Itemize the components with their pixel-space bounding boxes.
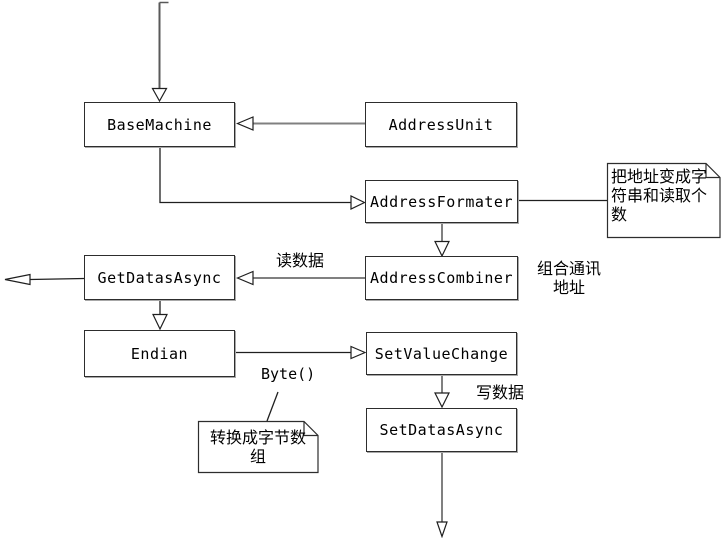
arrowhead-addressformater-addresscombiner bbox=[434, 240, 450, 258]
label-combine-address: 组合通讯 地址 bbox=[536, 259, 601, 297]
arrowhead-addresscombiner-getdatasasync bbox=[235, 270, 254, 286]
note-bytes-shape bbox=[197, 420, 319, 474]
node-endian[interactable]: Endian bbox=[84, 330, 235, 377]
arrowhead-setdatasasync-out bbox=[436, 521, 448, 538]
edge-byte-note bbox=[266, 391, 279, 422]
node-addressformater[interactable]: AddressFormater bbox=[365, 180, 518, 223]
note-address-text[interactable]: 把地址变成字 符串和读取个 数 bbox=[611, 167, 717, 224]
node-label: GetDatasAsync bbox=[97, 268, 222, 287]
edge-basemachine-addressformater bbox=[159, 147, 351, 204]
node-label: Endian bbox=[130, 344, 189, 363]
note-line: 转换成字节数 bbox=[209, 428, 306, 447]
node-getdatasasync[interactable]: GetDatasAsync bbox=[84, 255, 235, 300]
label-byte: Byte() bbox=[261, 365, 316, 383]
note-line: 数 bbox=[611, 205, 628, 224]
note-address-shape bbox=[606, 162, 721, 239]
node-label: AddressCombiner bbox=[370, 269, 513, 287]
arrowhead-getdatasasync-endian bbox=[152, 313, 168, 331]
node-setdatasasync[interactable]: SetDatasAsync bbox=[366, 408, 517, 452]
label-write-data: 写数据 bbox=[476, 383, 525, 402]
note-bytes-fold bbox=[303, 421, 318, 437]
note-bytes-text[interactable]: 转换成字节数 组 bbox=[199, 428, 317, 466]
edge-getdatasasync-out bbox=[29, 277, 85, 281]
arrowhead-getdatasasync-out bbox=[4, 273, 31, 286]
arrowhead-basemachine-addressformater bbox=[350, 195, 366, 210]
node-label: SetValueChange bbox=[374, 344, 509, 363]
node-addressunit[interactable]: AddressUnit bbox=[365, 102, 517, 147]
note-address-fold bbox=[705, 163, 720, 179]
arrowhead-endian-setvaluechange bbox=[350, 345, 367, 360]
note-line: 把地址变成字 bbox=[611, 167, 708, 186]
node-label: SetDatasAsync bbox=[379, 421, 504, 439]
node-label: AddressUnit bbox=[388, 115, 494, 134]
note-line: 符串和读取个 bbox=[611, 186, 708, 205]
node-addresscombiner[interactable]: AddressCombiner bbox=[365, 256, 518, 300]
note-line: 组 bbox=[249, 447, 266, 466]
node-setvaluechange[interactable]: SetValueChange bbox=[366, 332, 517, 375]
node-label: BaseMachine bbox=[107, 115, 212, 134]
node-label: AddressFormater bbox=[370, 192, 513, 211]
arrowhead-addressunit-basemachine bbox=[235, 116, 254, 131]
label-read-data: 读数据 bbox=[276, 251, 325, 270]
arrowhead-top-entry bbox=[151, 87, 168, 103]
arrowhead-setvaluechange-setdatasasync bbox=[434, 392, 450, 409]
node-basemachine[interactable]: BaseMachine bbox=[84, 102, 235, 147]
